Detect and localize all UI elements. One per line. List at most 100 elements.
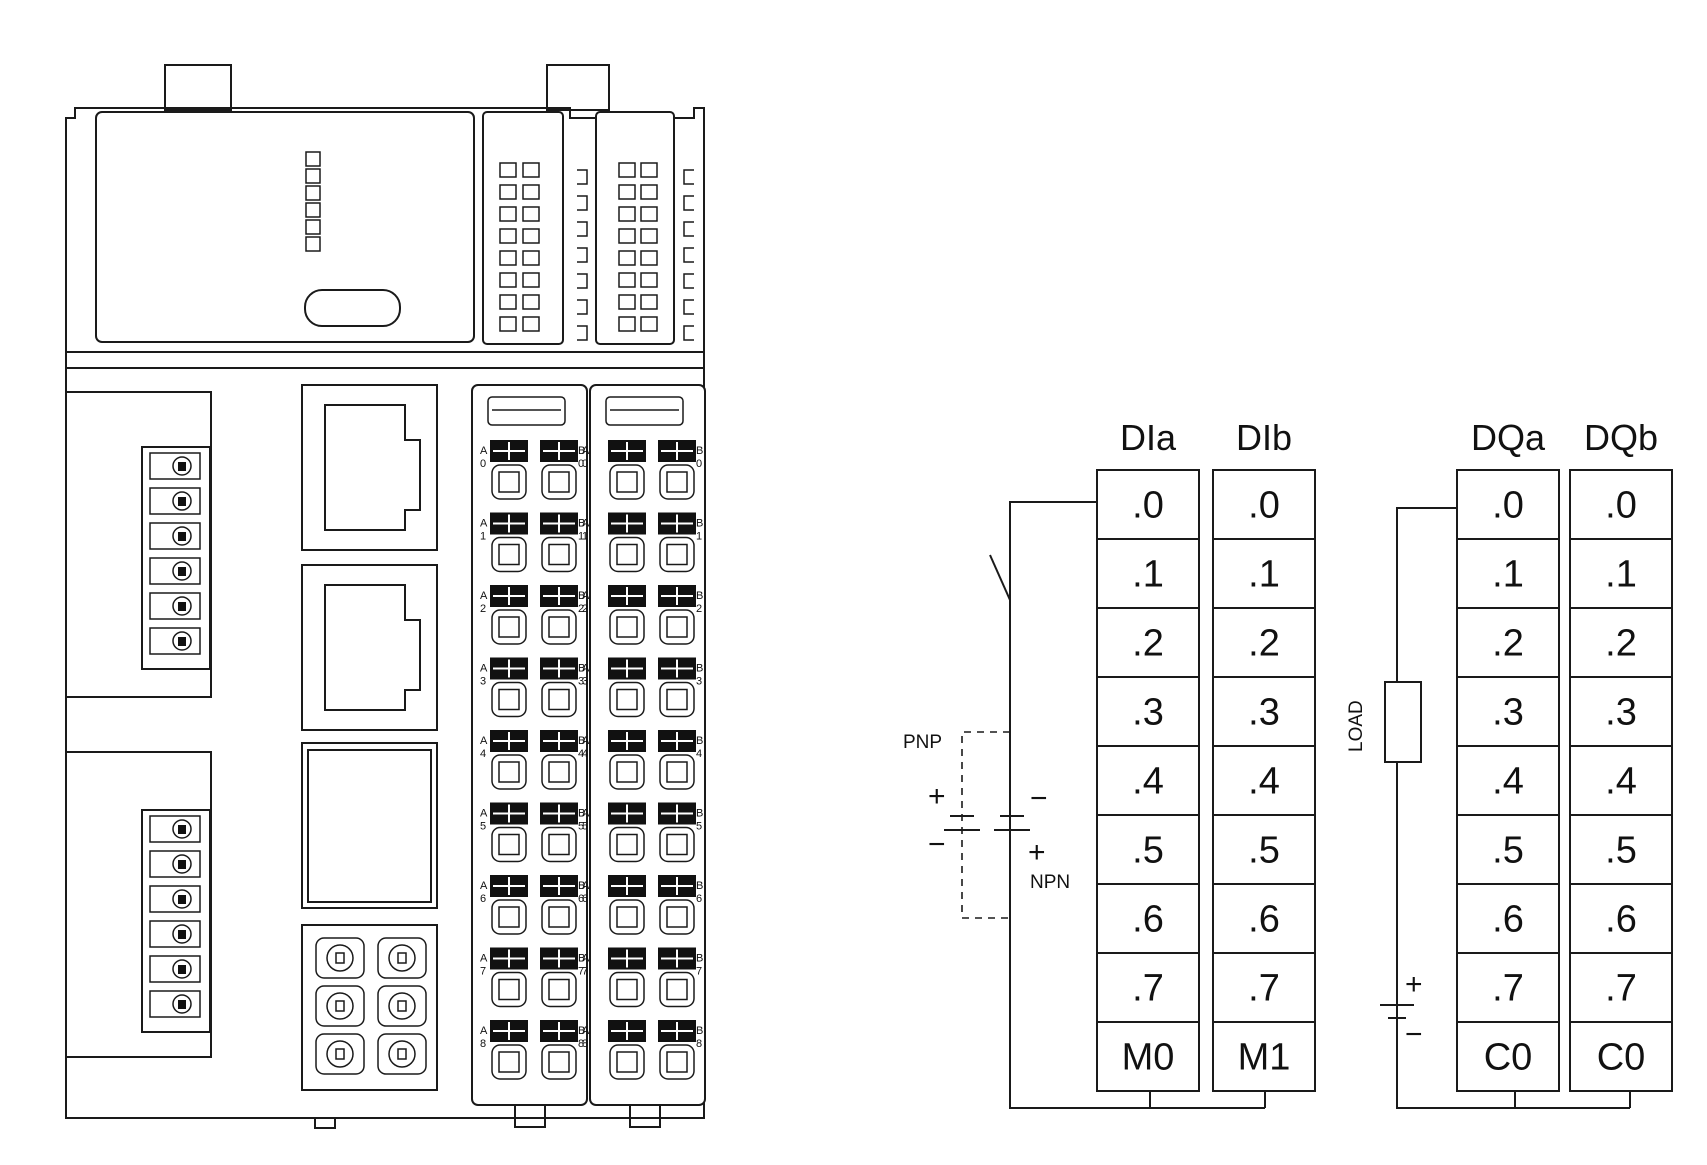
terminal-cell[interactable] [1569, 952, 1673, 1023]
connector-side-label: B [578, 808, 585, 820]
module-latch[interactable] [487, 396, 566, 426]
io-led [522, 272, 540, 288]
ethernet-port-2[interactable] [301, 564, 438, 731]
screw-icon [172, 631, 192, 651]
terminal-cell[interactable] [1456, 814, 1560, 885]
push-in-terminal[interactable] [658, 875, 696, 935]
terminal-cell[interactable] [1096, 745, 1200, 816]
terminal-block-header: DQb [1584, 417, 1658, 458]
input-switch [989, 554, 1011, 601]
connector-side-label: A [480, 518, 488, 530]
terminal-cell[interactable] [1096, 1021, 1200, 1092]
push-in-terminal[interactable] [658, 802, 696, 863]
terminal-cell[interactable] [1212, 814, 1316, 885]
push-in-terminal[interactable] [490, 802, 528, 863]
terminal-cell[interactable] [1569, 676, 1673, 747]
push-in-terminal[interactable] [490, 730, 528, 790]
io-led [499, 228, 517, 244]
terminal-cell[interactable] [1096, 538, 1200, 609]
screw-icon [172, 596, 192, 616]
terminal-cell[interactable] [1212, 469, 1316, 540]
terminal-cell[interactable] [1096, 883, 1200, 954]
push-in-terminal[interactable] [658, 1020, 696, 1080]
connector-side-label: A [582, 1025, 590, 1037]
terminal-cell[interactable] [1456, 745, 1560, 816]
terminal-cell[interactable] [1096, 676, 1200, 747]
screw-icon [172, 924, 192, 944]
push-in-terminal[interactable] [540, 730, 578, 790]
push-in-terminal[interactable] [540, 657, 578, 718]
push-in-terminal[interactable] [490, 512, 528, 573]
push-in-terminal[interactable] [540, 585, 578, 645]
push-in-terminal[interactable] [490, 585, 528, 645]
terminal-cell[interactable] [1456, 607, 1560, 678]
push-in-terminal[interactable] [540, 947, 578, 1008]
io-led [522, 250, 540, 266]
terminal-cell[interactable] [1456, 883, 1560, 954]
push-in-terminal[interactable] [540, 512, 578, 573]
push-in-terminal[interactable] [658, 730, 696, 790]
terminal-cell[interactable] [1212, 676, 1316, 747]
push-in-terminal[interactable] [608, 730, 646, 790]
terminal-cell[interactable] [1096, 607, 1200, 678]
module-latch[interactable] [605, 396, 684, 426]
push-in-terminal[interactable] [608, 1020, 646, 1080]
io-led [499, 206, 517, 222]
terminal-cell[interactable] [1212, 883, 1316, 954]
npn-label: NPN [1030, 872, 1070, 893]
terminal-cell[interactable] [1456, 676, 1560, 747]
power-terminal-block [301, 924, 438, 1091]
io-terminal-connectors: A0A0B0B0A1A1B1B1A2A2B2B2A3A3B3B3A4A4B4B4… [480, 396, 703, 1080]
push-in-terminal[interactable] [540, 875, 578, 935]
push-in-terminal[interactable] [658, 947, 696, 1008]
push-in-terminal[interactable] [608, 947, 646, 1008]
push-in-terminal[interactable] [658, 512, 696, 573]
io-led [522, 184, 540, 200]
connector-row-label: 3 [480, 676, 486, 688]
connector-side-label: A [582, 518, 590, 530]
push-in-terminal[interactable] [490, 1020, 528, 1080]
terminal-cell-label: .7 [1132, 968, 1164, 1010]
terminal-cell[interactable] [1096, 469, 1200, 540]
terminal-cell-label: .3 [1248, 692, 1280, 734]
sd-card-slot[interactable] [301, 742, 438, 909]
connector-side-label: B [696, 663, 703, 675]
terminal-cell[interactable] [1456, 1021, 1560, 1092]
push-in-terminal[interactable] [490, 947, 528, 1008]
push-in-terminal[interactable] [658, 585, 696, 645]
push-in-terminal[interactable] [490, 875, 528, 935]
push-in-terminal[interactable] [608, 440, 646, 500]
terminal-cell-label: .1 [1132, 554, 1164, 596]
terminal-cell[interactable] [1569, 814, 1673, 885]
terminal-cell[interactable] [1569, 883, 1673, 954]
push-in-terminal[interactable] [608, 585, 646, 645]
terminal-cell-label: .4 [1605, 761, 1637, 803]
push-in-terminal[interactable] [540, 802, 578, 863]
push-in-terminal[interactable] [658, 440, 696, 500]
push-in-terminal[interactable] [608, 657, 646, 718]
terminal-cell[interactable] [1569, 607, 1673, 678]
terminal-cell[interactable] [1212, 607, 1316, 678]
push-in-terminal[interactable] [608, 802, 646, 863]
terminal-cell[interactable] [1569, 1021, 1673, 1092]
connector-row-label: 2 [582, 603, 588, 615]
terminal-cell[interactable] [1212, 538, 1316, 609]
terminal-cell[interactable] [1456, 952, 1560, 1023]
connector-row-label: 4 [696, 748, 702, 760]
connector-row-label: 0 [578, 458, 584, 470]
terminal-cell[interactable] [1212, 952, 1316, 1023]
push-in-terminal[interactable] [490, 440, 528, 500]
screw-icon [388, 992, 416, 1020]
status-led [305, 151, 321, 167]
terminal-cell[interactable] [1212, 1021, 1316, 1092]
push-in-terminal[interactable] [658, 657, 696, 718]
terminal-block-dqb: DQb.0.1.2.3.4.5.6.7C0 [1569, 417, 1673, 1092]
terminal-cell[interactable] [1456, 469, 1560, 540]
push-in-terminal[interactable] [608, 875, 646, 935]
ethernet-port-1[interactable] [301, 384, 438, 551]
push-in-terminal[interactable] [540, 1020, 578, 1080]
push-in-terminal[interactable] [490, 657, 528, 718]
push-in-terminal[interactable] [540, 440, 578, 500]
push-in-terminal[interactable] [608, 512, 646, 573]
terminal-cell[interactable] [1569, 469, 1673, 540]
